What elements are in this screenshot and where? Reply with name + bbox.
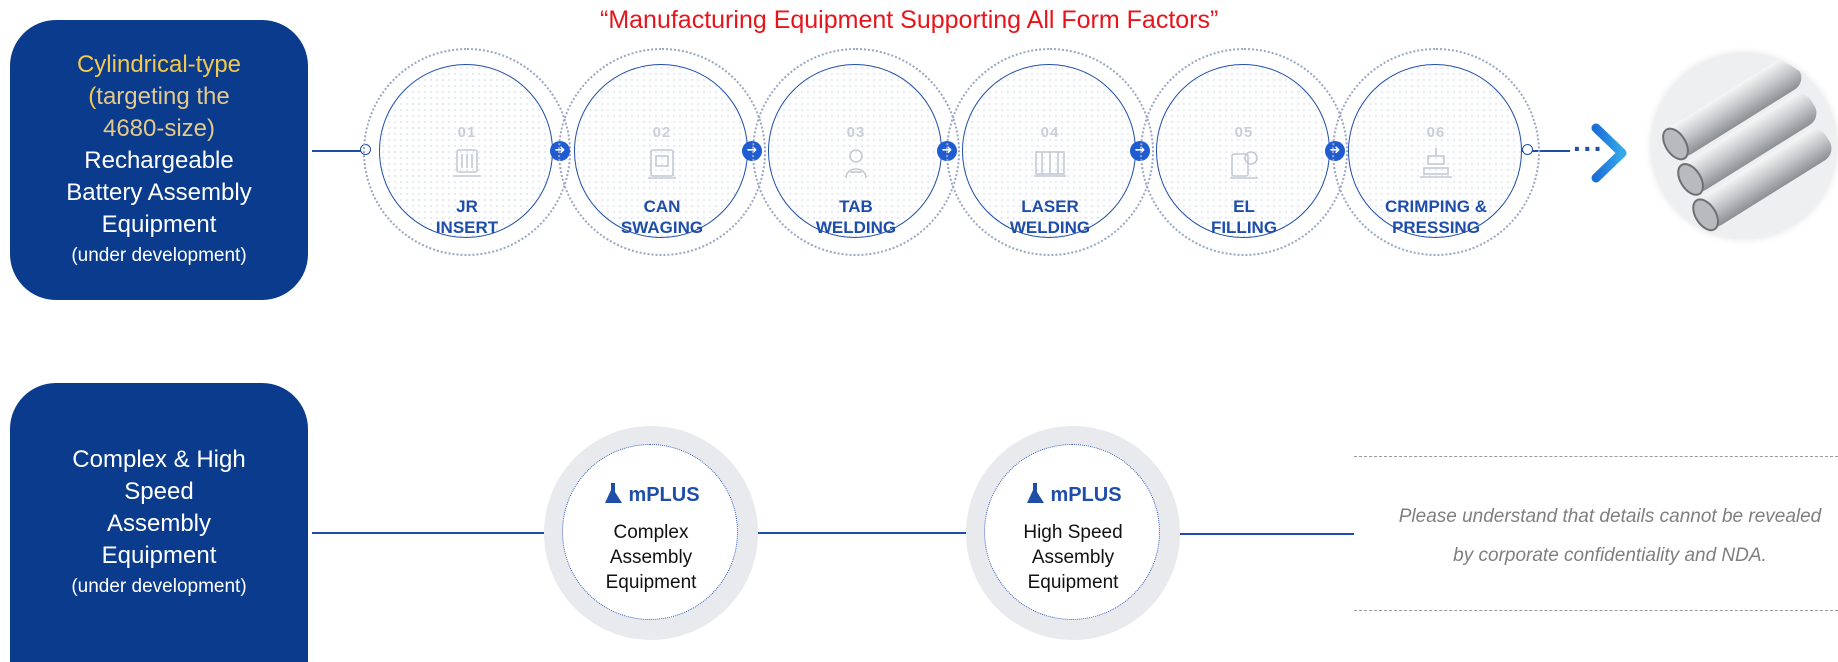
step-inner-circle xyxy=(1156,64,1330,238)
crimping-pressing-icon xyxy=(1420,148,1452,178)
flow-connector xyxy=(1520,150,1570,152)
mplus-logo: mPLUS xyxy=(544,482,758,507)
step-label: CRIMPING & PRESSING xyxy=(1385,197,1487,237)
step-number: 05 xyxy=(1234,124,1254,141)
complex-line2: Speed xyxy=(124,477,194,505)
notice-divider-top xyxy=(1354,456,1838,457)
step-label: EL FILLING xyxy=(1210,197,1278,237)
cylindrical-title: Cylindrical-type xyxy=(76,51,242,78)
step-number: 01 xyxy=(457,124,477,141)
mplus-logo: mPLUS xyxy=(966,482,1180,507)
mplus-mark-icon xyxy=(1027,483,1045,503)
confidentiality-notice-line1: Please understand that details cannot be… xyxy=(1398,506,1822,527)
process-step-tab-welding: 03 TAB WELDING xyxy=(752,48,960,256)
can-swaging-icon xyxy=(648,149,676,179)
process-step-crimping-pressing: 06 CRIMPING & PRESSING xyxy=(1332,48,1540,256)
cylindrical-line4: Rechargeable xyxy=(84,147,234,174)
step-inner-circle xyxy=(379,64,553,238)
step-outer-ring xyxy=(1332,48,1540,256)
process-step-el-filling: 05 EL FILLING xyxy=(1140,48,1348,256)
el-filling-icon xyxy=(1230,151,1258,179)
notice-divider-bottom xyxy=(1354,610,1838,611)
complex-line3: Assembly xyxy=(106,509,212,537)
complex-equipment-box: Complex & High Speed Assembly Equipment … xyxy=(10,383,308,662)
node-label: High Speed Assembly Equipment xyxy=(1023,522,1123,593)
node-label: Complex Assembly Equipment xyxy=(605,522,697,593)
page-headline: “Manufacturing Equipment Supporting All … xyxy=(600,6,1219,34)
step-number: 04 xyxy=(1040,124,1060,141)
chevron-right-icon xyxy=(1591,123,1627,183)
step-number: 03 xyxy=(846,124,866,141)
node-inner-circle xyxy=(562,444,738,620)
mplus-mark-icon xyxy=(605,483,623,503)
complex-line4: Equipment xyxy=(101,541,217,569)
step-label: JR INSERT xyxy=(435,197,499,237)
battery-cells-image xyxy=(1651,53,1837,239)
step-label: CAN SWAGING xyxy=(620,197,704,237)
step-inner-circle xyxy=(962,64,1136,238)
step-inner-circle xyxy=(1348,64,1522,238)
complex-line1: Complex & High xyxy=(72,445,246,473)
process-step-can-swaging: 02 CAN SWAGING xyxy=(558,48,766,256)
cylindrical-battery-icon xyxy=(1662,58,1832,232)
confidentiality-notice-line2: by corporate confidentiality and NDA. xyxy=(1453,545,1767,566)
high-speed-assembly-node: mPLUS High Speed Assembly Equipment xyxy=(966,426,1180,640)
process-step-jr-insert: 01 JR INSERT xyxy=(363,48,571,256)
step-inner-circle xyxy=(768,64,942,238)
continuation-dots: ··· xyxy=(1573,133,1604,164)
jr-insert-icon xyxy=(453,149,481,177)
complex-assembly-node: mPLUS Complex Assembly Equipment xyxy=(544,426,758,640)
flow-connector xyxy=(758,532,966,534)
cylindrical-equipment-box: Cylindrical-type (targeting the 4680-siz… xyxy=(10,20,308,300)
cylindrical-line5: Battery Assembly xyxy=(66,179,252,206)
step-label: LASER WELDING xyxy=(1009,197,1091,237)
cylindrical-line6: Equipment xyxy=(101,211,217,238)
flow-connector xyxy=(1180,533,1354,535)
step-inner-circle xyxy=(574,64,748,238)
flow-connector xyxy=(312,150,370,152)
laser-welding-icon xyxy=(1034,151,1066,177)
complex-status: (under development) xyxy=(71,575,247,597)
step-number: 06 xyxy=(1426,124,1446,141)
step-label: TAB WELDING xyxy=(815,197,897,237)
flow-connector xyxy=(312,532,544,534)
cylindrical-status: (under development) xyxy=(71,245,247,266)
cylindrical-target-line: (targeting the xyxy=(88,83,230,110)
process-step-laser-welding: 04 LASER WELDING xyxy=(946,48,1154,256)
cylindrical-size: 4680-size) xyxy=(102,115,216,142)
step-number: 02 xyxy=(652,124,672,141)
tab-welding-icon xyxy=(845,149,867,179)
node-inner-circle xyxy=(984,444,1160,620)
